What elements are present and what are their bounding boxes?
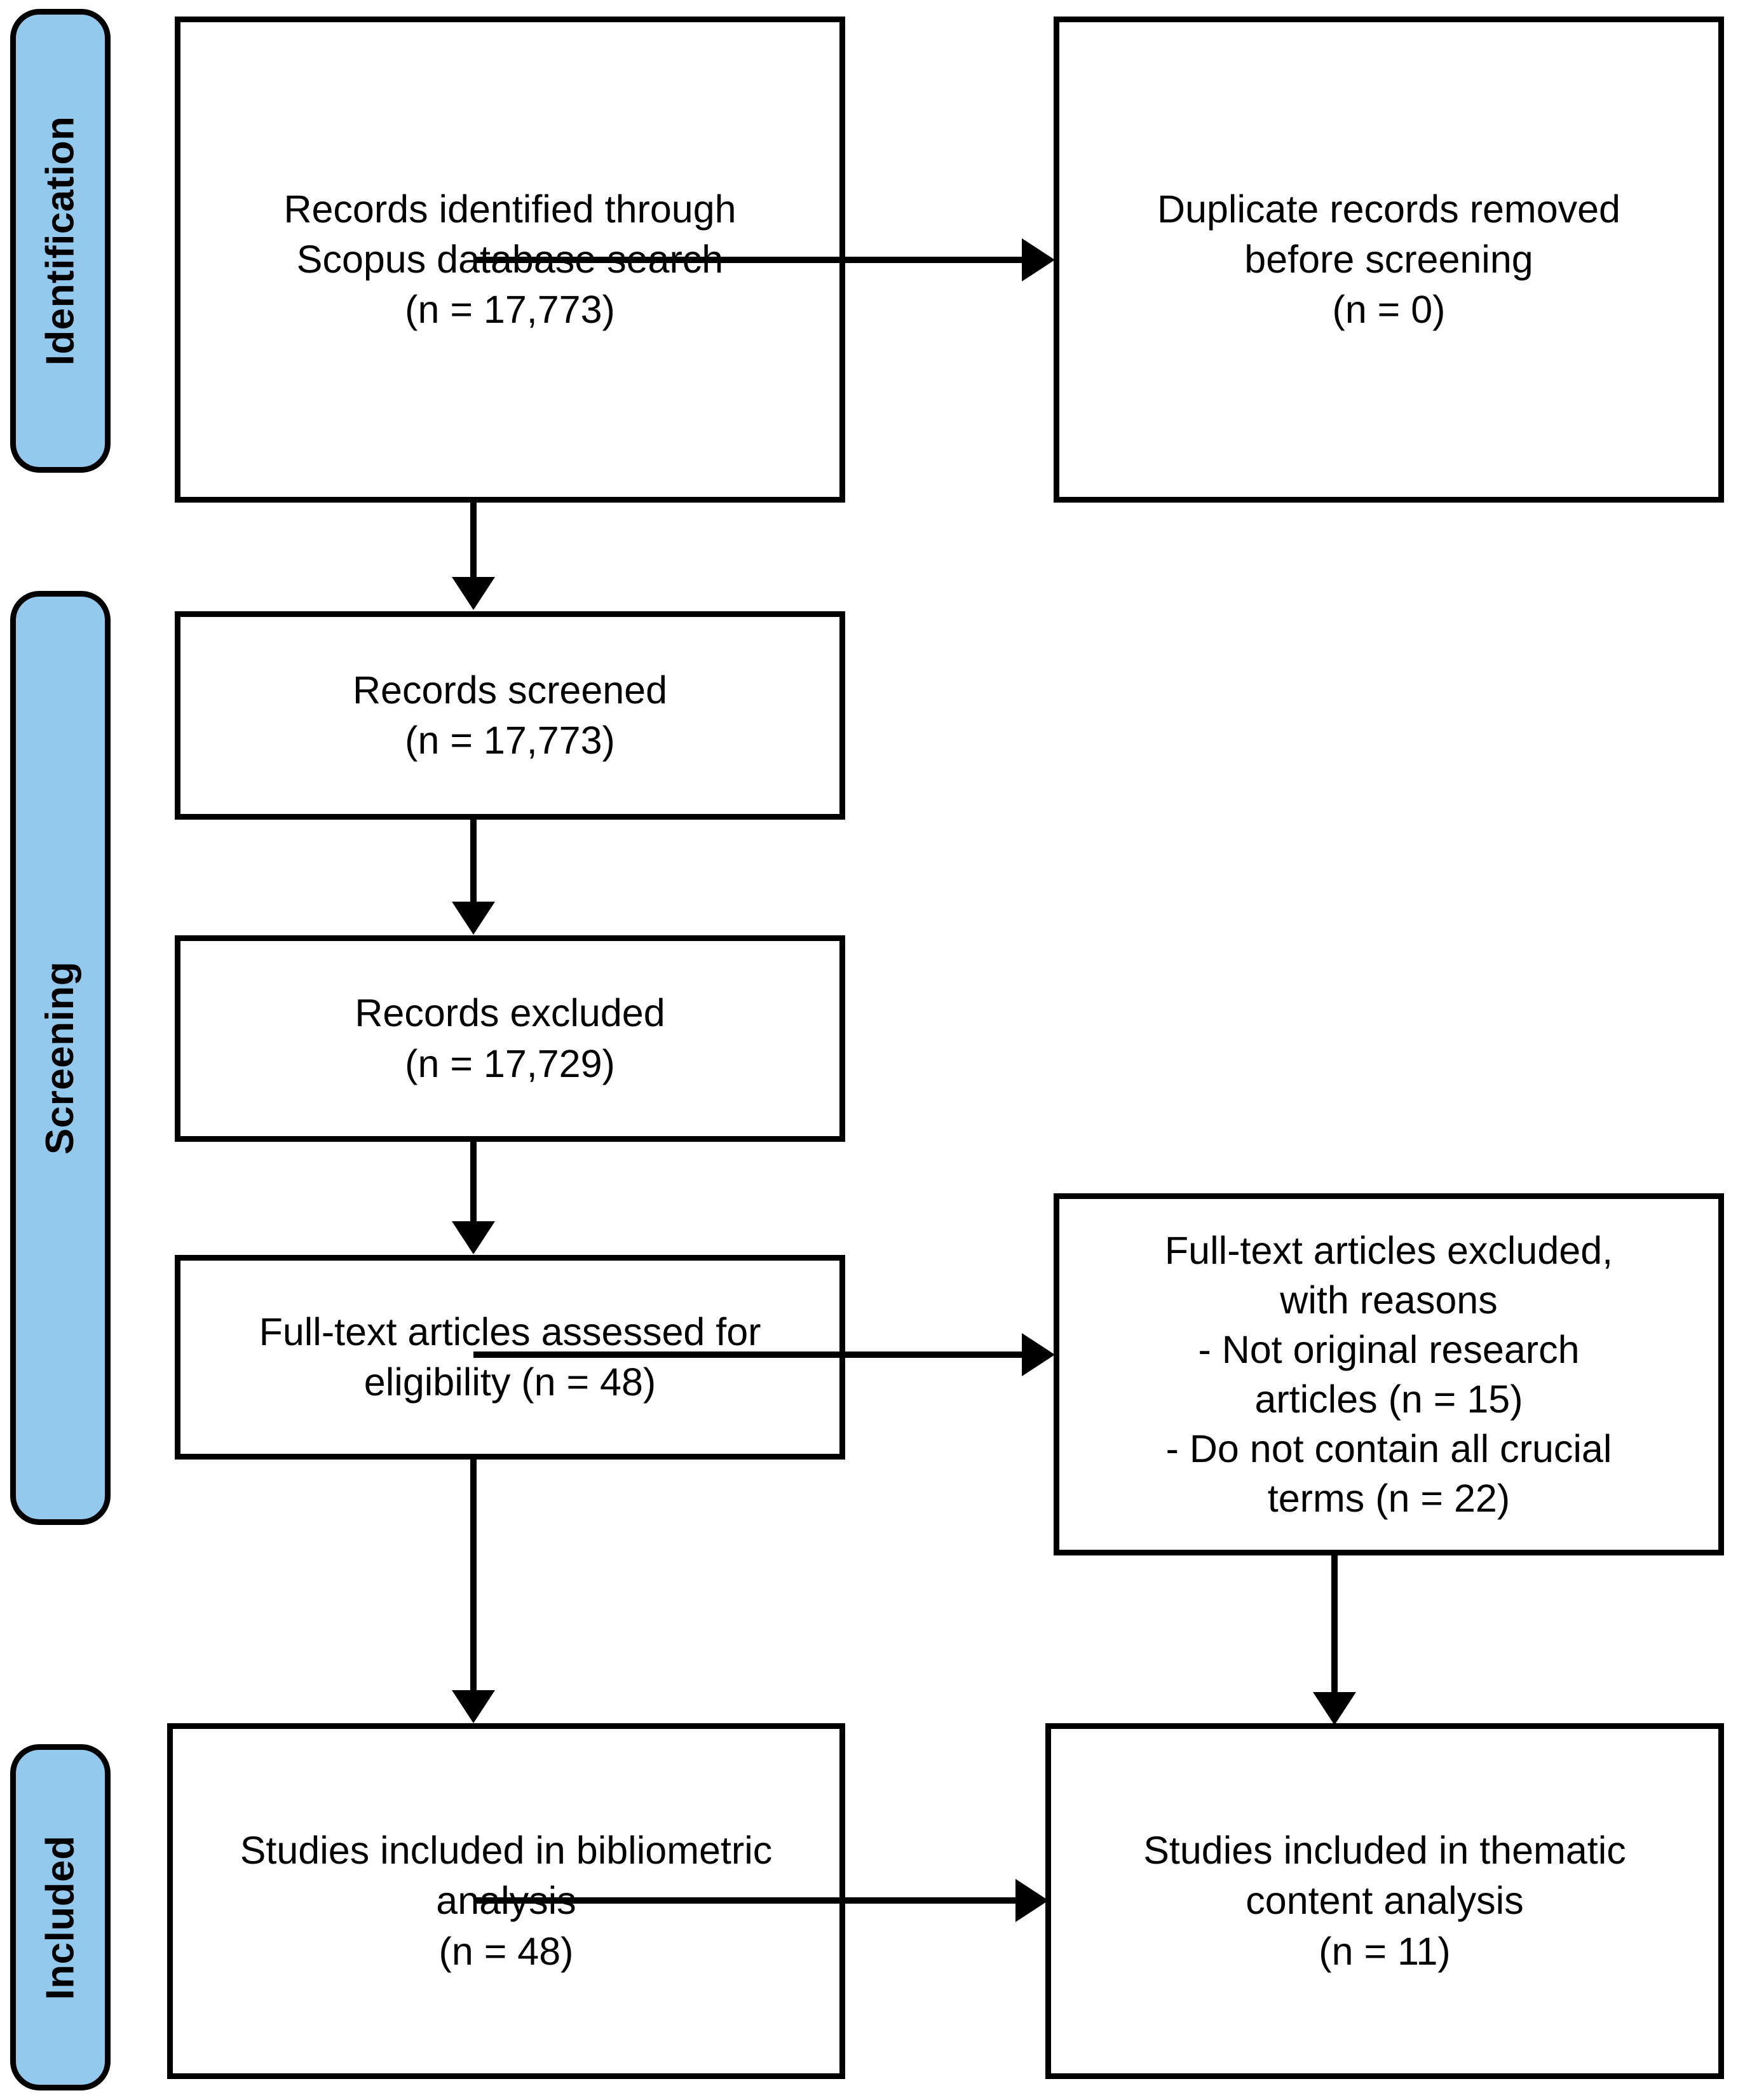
connector-fulltext-to-bibliometric-arrowhead <box>452 1690 495 1723</box>
box-included-bibliometric-text: Studies included in bibliometric analysi… <box>240 1829 773 1973</box>
box-records-screened: Records screened (n = 17,773) <box>175 611 845 820</box>
box-duplicates-removed: Duplicate records removed before screeni… <box>1054 17 1724 503</box>
connector-identified-to-duplicates-arrowhead <box>1022 238 1055 281</box>
connector-screened-to-excluded-arrowhead <box>452 902 495 935</box>
stage-label-identification: Identification <box>10 9 111 473</box>
connector-identified-to-screened-arrowhead <box>452 577 495 610</box>
connector-fulltext-to-reasons-arrowhead <box>1022 1333 1055 1376</box>
connector-fulltext-to-reasons-line <box>473 1351 1023 1358</box>
connector-reasons-to-thematic-arrowhead <box>1313 1692 1356 1725</box>
stage-label-included: Included <box>10 1744 111 2090</box>
box-fulltext-assessed-text: Full-text articles assessed for eligibil… <box>259 1310 761 1404</box>
box-included-thematic-text: Studies included in thematic content ana… <box>1143 1829 1626 1973</box>
connector-identified-to-duplicates-line <box>473 257 1023 263</box>
box-records-screened-text: Records screened (n = 17,773) <box>352 668 668 762</box>
connector-identified-to-duplicates-stem <box>473 257 480 263</box>
connector-bibliometric-to-thematic-arrowhead <box>1015 1879 1049 1922</box>
stage-label-screening: Screening <box>10 591 111 1525</box>
connector-identified-to-screened-line <box>470 503 477 578</box>
box-records-identified-text: Records identified through Scopus databa… <box>283 187 737 332</box>
stage-label-screening-text: Screening <box>38 961 82 1155</box>
connector-reasons-to-thematic-line <box>1331 1555 1338 1694</box>
stage-label-included-text: Included <box>38 1835 82 2000</box>
connector-excluded-to-fulltext-arrowhead <box>452 1221 495 1254</box>
connector-bibliometric-to-thematic-line <box>473 1897 1017 1904</box>
box-fulltext-excluded-reasons: Full-text articles excluded, with reason… <box>1054 1193 1724 1555</box>
connector-screened-to-excluded-line <box>470 820 477 902</box>
box-included-thematic: Studies included in thematic content ana… <box>1045 1723 1724 2079</box>
box-records-excluded: Records excluded (n = 17,729) <box>175 935 845 1142</box>
connector-excluded-to-fulltext-line <box>470 1142 477 1222</box>
box-duplicates-removed-text: Duplicate records removed before screeni… <box>1157 187 1620 332</box>
connector-fulltext-to-bibliometric-line <box>470 1460 477 1691</box>
box-records-excluded-text: Records excluded (n = 17,729) <box>355 991 665 1085</box>
box-fulltext-excluded-reasons-text: Full-text articles excluded, with reason… <box>1164 1228 1613 1521</box>
stage-label-identification-text: Identification <box>38 116 82 366</box>
